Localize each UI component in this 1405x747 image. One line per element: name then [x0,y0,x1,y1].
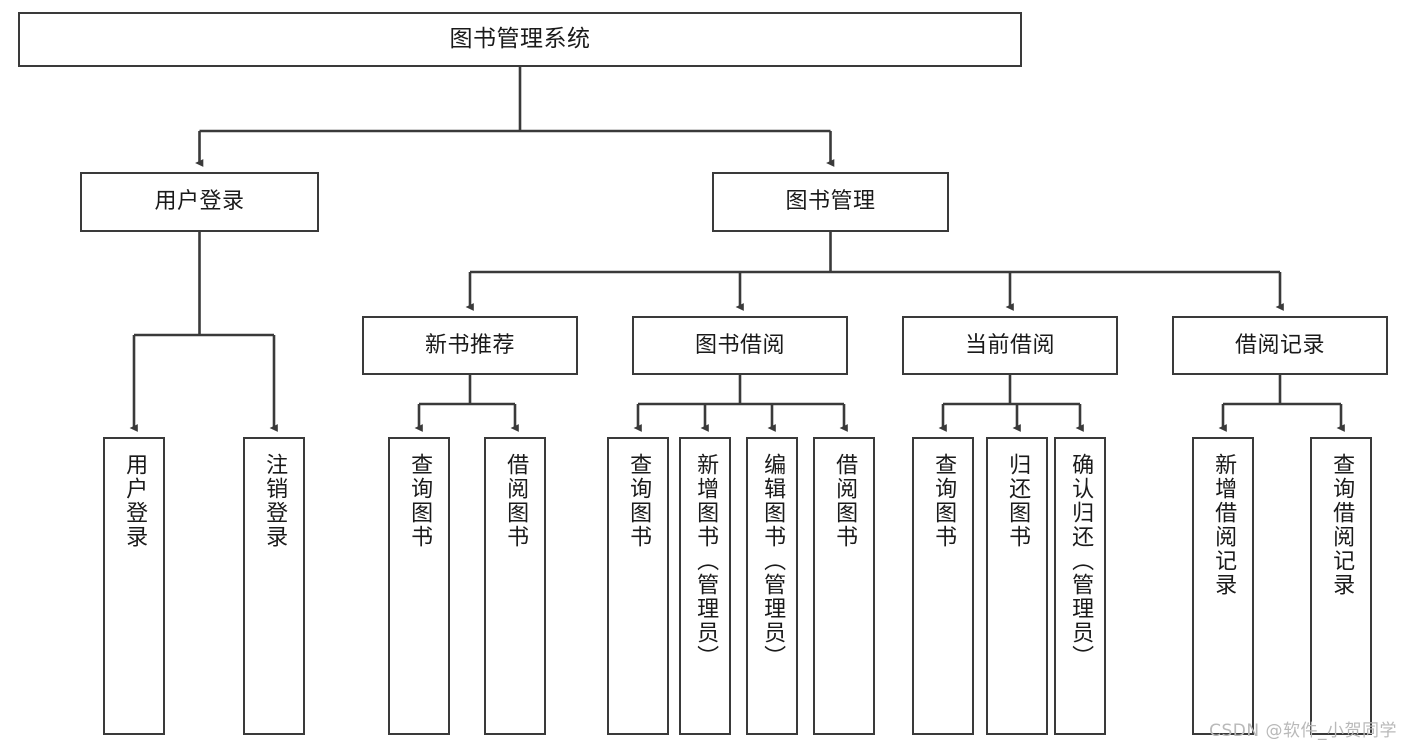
node-label: 新书推荐 [424,332,515,358]
node-label: 用户登录 [122,453,148,549]
node-label: 新增借阅记录 [1211,453,1237,597]
node-label: 查询图书 [931,453,957,549]
node-leaf-add-book-admin[interactable]: 新增图书（管理员） [679,437,731,735]
node-leaf-query-book-1[interactable]: 查询图书 [388,437,450,735]
node-new-book-recommend[interactable]: 新书推荐 [362,316,578,375]
node-leaf-borrow-book-2[interactable]: 借阅图书 [813,437,875,735]
node-label: 用户登录 [154,189,245,215]
node-user-login[interactable]: 用户登录 [80,172,319,232]
node-leaf-add-borrow-record[interactable]: 新增借阅记录 [1192,437,1254,735]
node-label: 查询借阅记录 [1329,453,1355,597]
node-label: 归还图书 [1005,453,1031,549]
node-book-manage[interactable]: 图书管理 [712,172,949,232]
node-leaf-query-book-2[interactable]: 查询图书 [607,437,669,735]
node-label: 图书管理系统 [449,25,591,52]
node-current-borrow[interactable]: 当前借阅 [902,316,1118,375]
node-label: 借阅记录 [1234,332,1325,358]
csdn-watermark: CSDN @软件_小贺同学 [1209,721,1397,741]
node-leaf-confirm-return-admin[interactable]: 确认归还（管理员） [1054,437,1106,735]
node-label: 确认归还（管理员） [1068,453,1094,669]
node-label: 图书借阅 [694,332,785,358]
node-label: 编辑图书（管理员） [760,453,786,669]
node-leaf-user-login[interactable]: 用户登录 [103,437,165,735]
node-leaf-return-book[interactable]: 归还图书 [986,437,1048,735]
node-label: 查询图书 [626,453,652,549]
node-leaf-query-book-3[interactable]: 查询图书 [912,437,974,735]
node-leaf-logout-login[interactable]: 注销登录 [243,437,305,735]
node-label: 注销登录 [262,453,288,549]
node-leaf-query-borrow-record[interactable]: 查询借阅记录 [1310,437,1372,735]
node-borrow-record[interactable]: 借阅记录 [1172,316,1388,375]
node-root[interactable]: 图书管理系统 [18,12,1022,67]
node-label: 图书管理 [785,189,876,215]
node-label: 查询图书 [407,453,433,549]
node-label: 新增图书（管理员） [693,453,719,669]
node-label: 借阅图书 [503,453,529,549]
node-leaf-borrow-book-1[interactable]: 借阅图书 [484,437,546,735]
node-label: 当前借阅 [964,332,1055,358]
node-leaf-edit-book-admin[interactable]: 编辑图书（管理员） [746,437,798,735]
node-label: 借阅图书 [832,453,858,549]
node-book-borrow[interactable]: 图书借阅 [632,316,848,375]
